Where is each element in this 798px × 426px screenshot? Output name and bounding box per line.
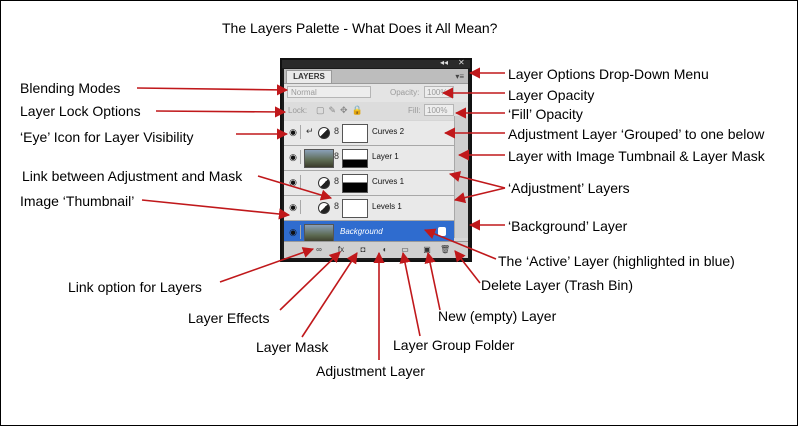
layer-row[interactable]: ◉ 8 Levels 1 [284, 196, 454, 221]
adjustment-icon [318, 202, 330, 214]
label-options-menu: Layer Options Drop-Down Menu [508, 66, 709, 82]
eye-icon[interactable]: ◉ [286, 150, 301, 164]
lock-row: Lock: ▢✎✥🔒 Fill: 100% [284, 102, 468, 120]
clip-arrow-icon: ↵ [306, 126, 314, 136]
layer-row[interactable]: ◉ 8 Layer 1 [284, 146, 454, 171]
label-link-adj-mask: Link between Adjustment and Mask [22, 168, 243, 184]
arrow-link-adj-mask [257, 175, 333, 201]
fill-label: Fill: [408, 106, 421, 115]
adjustment-icon [318, 127, 330, 139]
mask-thumbnail [342, 124, 368, 143]
figure-title: The Layers Palette - What Does it All Me… [222, 20, 498, 36]
label-eye-icon: ‘Eye’ Icon for Layer Visibility [20, 129, 194, 145]
link-icon[interactable]: 8 [334, 201, 340, 211]
arrow-group-folder [399, 251, 421, 337]
adjustment-layer-icon[interactable]: ◐ [382, 245, 388, 254]
layers-palette: ◂◂ ✕ LAYERS ▾≡ Normal Opacity: 100% Lock… [280, 58, 472, 262]
opacity-label: Opacity: [390, 88, 420, 97]
layer-name: Curves 2 [372, 127, 405, 136]
link-icon[interactable]: 8 [334, 176, 340, 186]
arrow-active-layer [423, 228, 497, 260]
eye-icon[interactable]: ◉ [286, 200, 301, 214]
fill-field[interactable]: 100% [424, 104, 454, 116]
eye-icon[interactable]: ◉ [286, 225, 301, 239]
link-icon[interactable]: 8 [334, 151, 340, 161]
label-adjustment-layers: ‘Adjustment’ Layers [508, 180, 630, 196]
palette-title-bar: ◂◂ ✕ [282, 58, 470, 68]
label-background-layer: ‘Background’ Layer [508, 218, 628, 234]
label-layer-opacity: Layer Opacity [508, 87, 595, 103]
arrow-layer-mask [301, 252, 358, 338]
tab-bar: LAYERS ▾≡ [284, 69, 468, 84]
eye-icon[interactable]: ◉ [286, 125, 301, 139]
eye-icon[interactable]: ◉ [286, 175, 301, 189]
label-image-thumbnail: Image ‘Thumbnail’ [20, 193, 135, 209]
layer-row[interactable]: ◉ ↵ 8 Curves 2 [284, 121, 454, 146]
layer-name: Layer 1 [372, 152, 399, 161]
trash-icon[interactable]: 🗑 [440, 245, 451, 254]
layer-name: Background [340, 227, 383, 236]
label-layer-mask: Layer Mask [256, 339, 329, 355]
arrow-blending-modes [136, 84, 289, 96]
arrow-adjustment-layers-2 [453, 187, 506, 204]
label-active-layer: The ‘Active’ Layer (highlighted in blue) [498, 253, 735, 269]
link-icon[interactable]: 8 [334, 126, 340, 136]
close-icon[interactable]: ✕ [458, 58, 465, 67]
layer-name: Levels 1 [372, 202, 402, 211]
lock-label: Lock: [288, 106, 308, 115]
mask-thumbnail [342, 174, 368, 193]
palette-body: LAYERS ▾≡ Normal Opacity: 100% Lock: ▢✎✥… [284, 69, 468, 258]
label-group-folder: Layer Group Folder [393, 337, 515, 353]
label-blending-modes: Blending Modes [20, 80, 121, 96]
label-lock-options: Layer Lock Options [20, 103, 141, 119]
options-menu-icon[interactable]: ▾≡ [455, 72, 464, 81]
image-thumbnail [304, 149, 334, 168]
lock-options-icon[interactable]: ▢✎✥🔒 [316, 105, 367, 115]
layer-mask-icon[interactable]: ◘ [360, 245, 366, 254]
collapse-icon[interactable]: ◂◂ [440, 58, 449, 67]
arrow-image-thumbnail [141, 199, 291, 220]
layer-effects-icon[interactable]: fx [337, 245, 345, 254]
label-adjustment-layer: Adjustment Layer [316, 363, 425, 379]
arrow-link-option [219, 247, 315, 283]
lock-icon [438, 227, 446, 236]
adjustment-icon [318, 177, 330, 189]
arrow-adjustment-layers-1 [448, 171, 506, 189]
arrow-lock-options [155, 106, 287, 118]
label-new-layer: New (empty) Layer [438, 308, 557, 324]
layer-name: Curves 1 [372, 177, 405, 186]
mask-thumbnail [342, 199, 368, 218]
blend-row: Normal Opacity: 100% [284, 84, 468, 102]
arrow-new-layer [424, 251, 441, 311]
tab-layers[interactable]: LAYERS [286, 70, 332, 83]
label-layer-effects: Layer Effects [188, 310, 270, 326]
label-image-mask: Layer with Image Tumbnail & Layer Mask [508, 148, 765, 164]
arrow-delete-layer [454, 250, 481, 284]
arrow-layer-effects [279, 251, 341, 311]
group-folder-icon[interactable]: ▭ [401, 245, 409, 254]
label-fill-opacity: ‘Fill’ Opacity [508, 106, 583, 122]
label-link-option: Link option for Layers [68, 279, 202, 295]
mask-thumbnail [342, 149, 368, 168]
link-layers-icon[interactable]: ∞ [316, 245, 322, 254]
label-adj-grouped: Adjustment Layer ‘Grouped’ to one below [508, 126, 765, 142]
new-layer-icon[interactable]: ▣ [423, 245, 431, 254]
label-delete-layer: Delete Layer (Trash Bin) [481, 277, 633, 293]
